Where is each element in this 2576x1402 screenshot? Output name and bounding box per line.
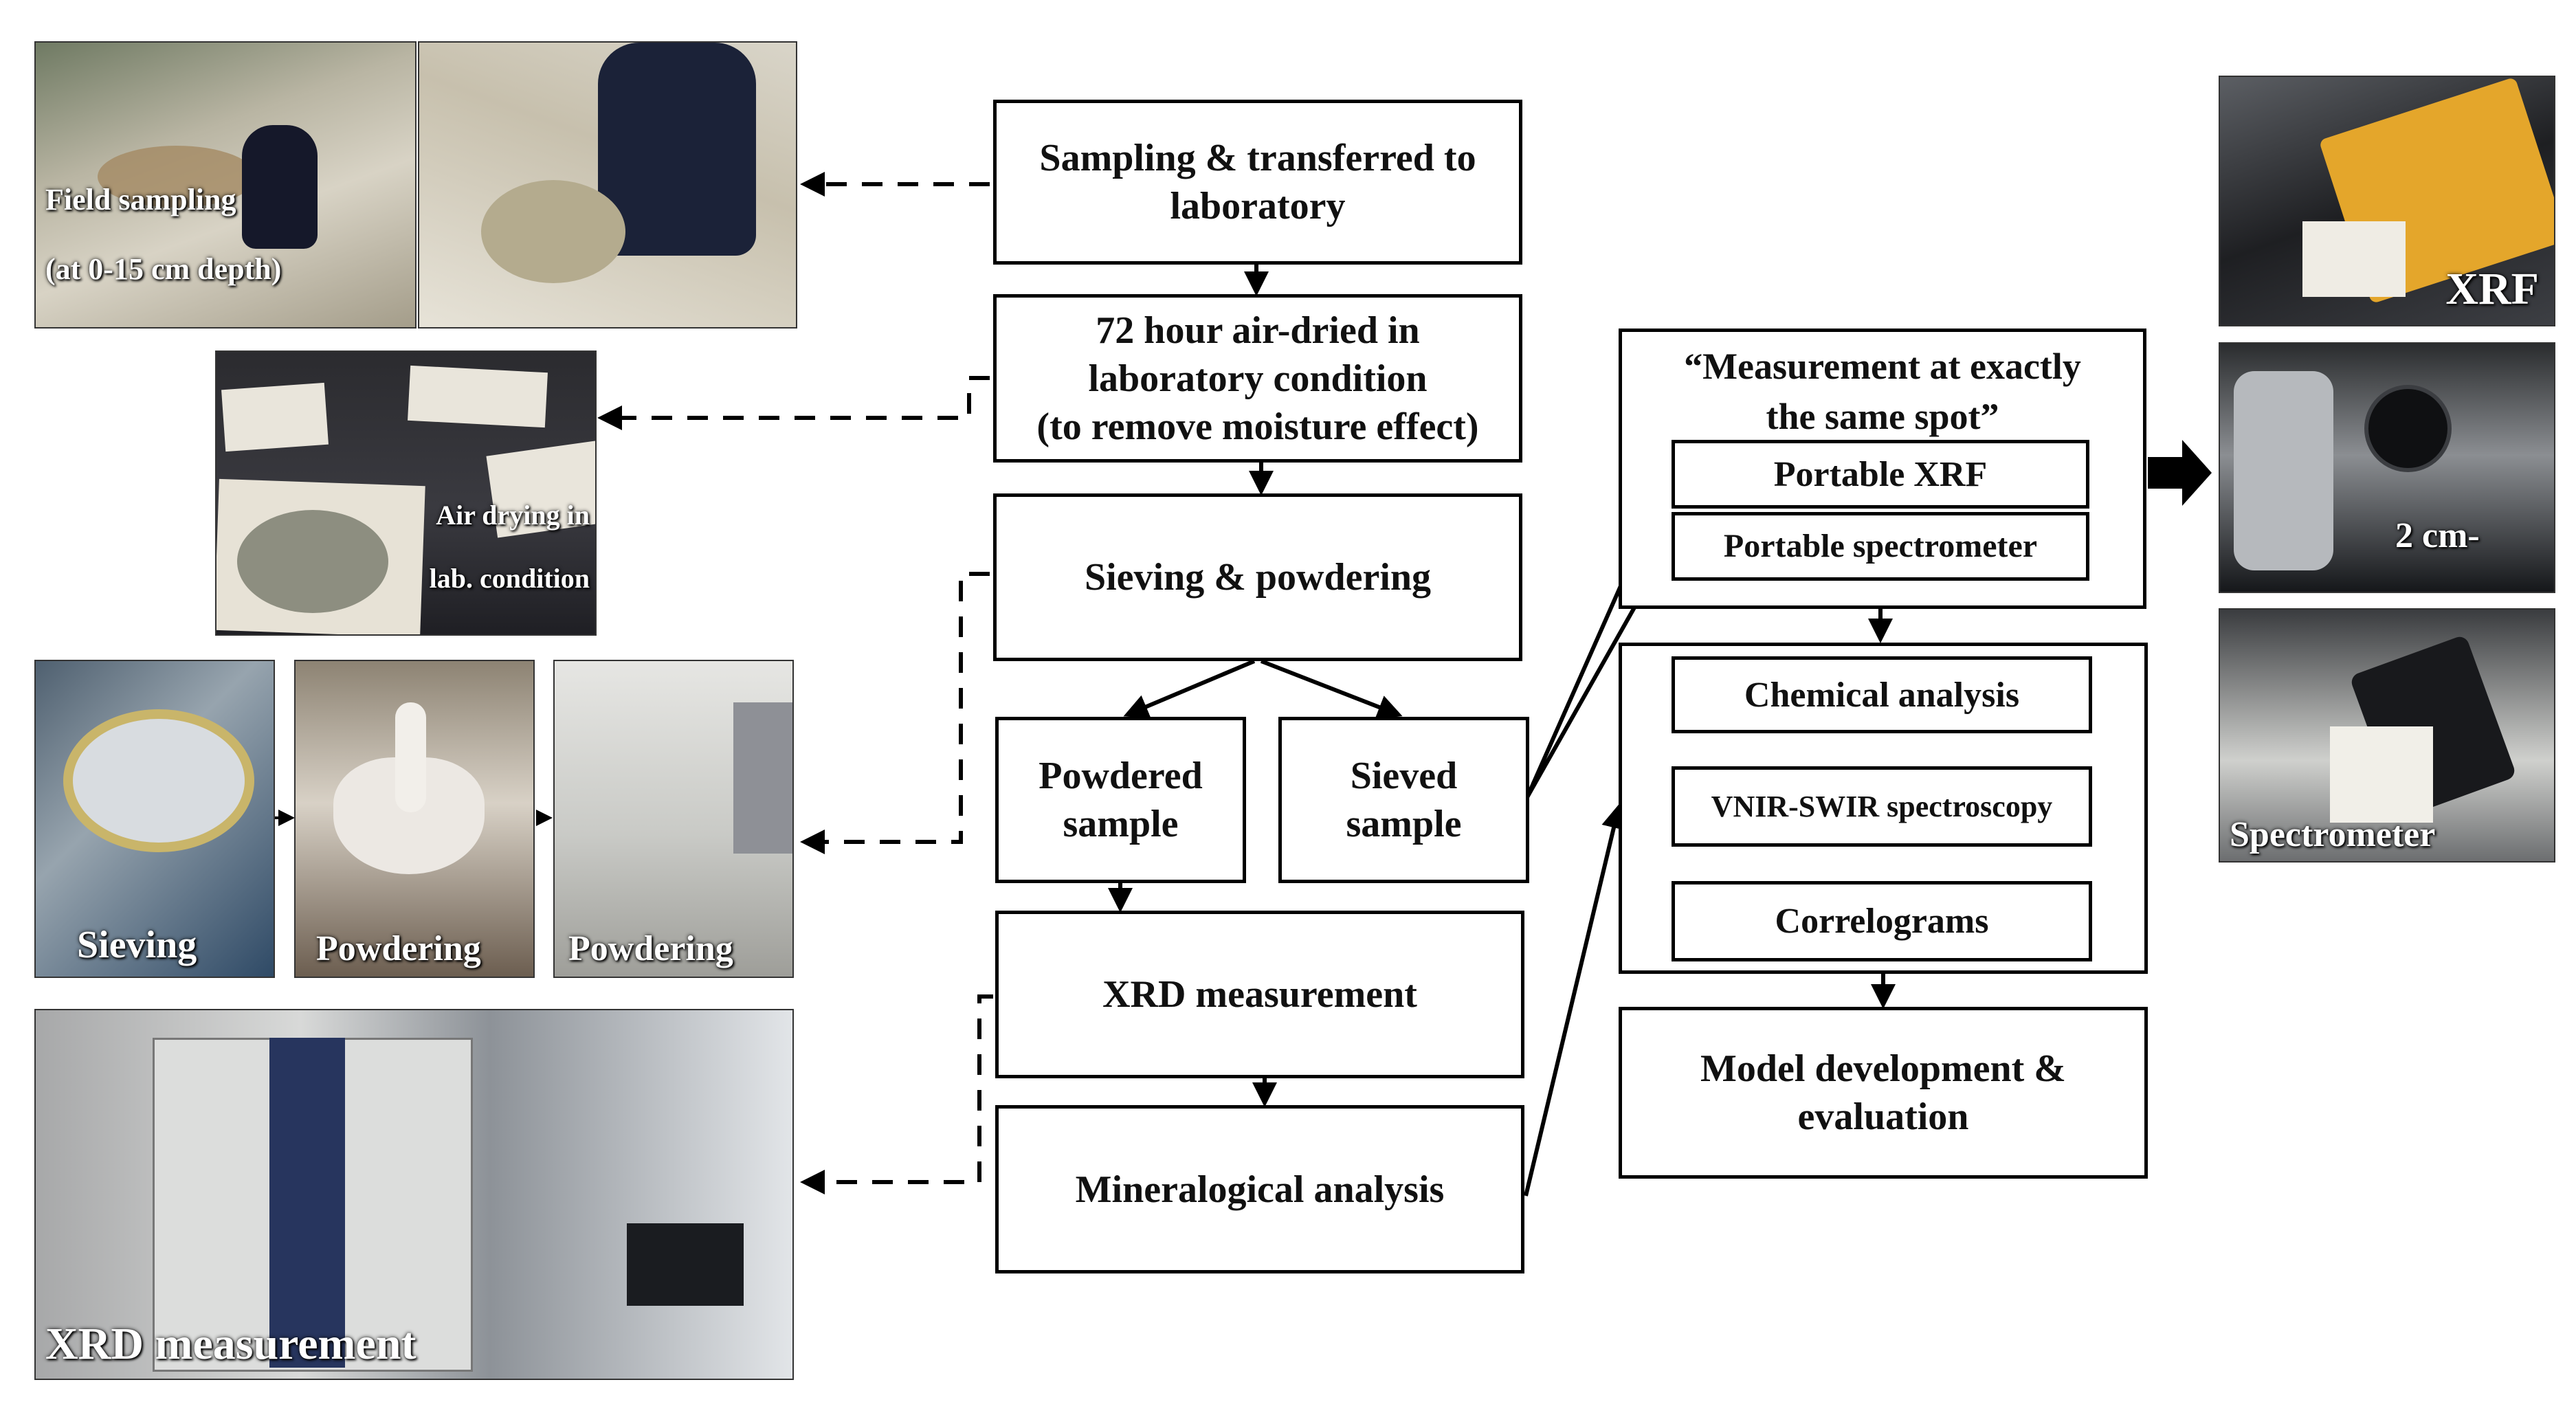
sample-holder [2330, 726, 2433, 823]
dashed-to-xrd-photo [800, 994, 993, 1194]
mineralogical-label: Mineralogical analysis [1075, 1168, 1445, 1211]
mill-panel [733, 702, 792, 854]
paper-2 [408, 365, 548, 428]
pestle-shape [395, 702, 426, 812]
mineralogical-analysis-box: Mineralogical analysis [995, 1105, 1524, 1273]
model-development-box: Model development & evaluation [1619, 1007, 2148, 1179]
spectrometer-lens [2364, 385, 2452, 472]
sampling-line-1: Sampling & transferred to [1039, 137, 1476, 179]
sieving-label: Sieving & powdering [1084, 556, 1432, 599]
photo-air-drying: Air drying in lab. condition [215, 350, 597, 636]
paper-1 [221, 382, 329, 452]
sieved-sample-box: Sieved sample [1278, 717, 1529, 883]
photo-powdering-mortar: Powdering [294, 660, 535, 978]
model-line-2: evaluation [1797, 1095, 1969, 1138]
sieving-caption: Sieving [77, 923, 197, 966]
field-caption-line-1: Field sampling [45, 182, 236, 216]
xrd-blue-stripe [269, 1038, 345, 1368]
powdered-sample-box: Powdered sample [995, 717, 1246, 883]
diameter-caption: 2 cm- diameter [2395, 474, 2532, 592]
airdry-box: 72 hour air-dried in laboratory conditio… [993, 294, 1522, 463]
spectrometer-caption: Spectrometer [2230, 815, 2436, 855]
correlograms-label: Correlograms [1775, 902, 1989, 941]
powdered-line-2: sample [1063, 803, 1179, 845]
dashed-to-sieving-photos [800, 572, 990, 854]
vnir-swir-label: VNIR-SWIR spectroscopy [1711, 790, 2053, 823]
airdry-line-1: 72 hour air-dried in [1096, 309, 1420, 352]
airdry-line-3: (to remove moisture effect) [1036, 405, 1479, 448]
big-arrow-to-instruments [2148, 440, 2212, 506]
portable-spectrometer-label: Portable spectrometer [1723, 528, 2038, 564]
xrf-holder [2302, 221, 2406, 297]
sampling-line-2: laboratory [1170, 185, 1346, 227]
field2-person-shape [598, 43, 756, 256]
xrd-measurement-box: XRD measurement [995, 911, 1524, 1078]
xrd-monitor [627, 1223, 744, 1306]
xrf-window [2234, 371, 2333, 570]
measurement-title-line-2: the same spot” [1766, 395, 1999, 437]
powdering-caption-1: Powdering [316, 929, 481, 969]
dashed-to-airdry-photo [597, 376, 990, 430]
portable-xrf-box: Portable XRF [1672, 440, 2089, 509]
sieved-line-1: Sieved [1350, 755, 1458, 797]
diameter-line-1: 2 cm- [2395, 515, 2480, 555]
sieved-line-2: sample [1346, 803, 1462, 845]
arrow-sieving-to-powdered [1123, 659, 1256, 718]
airdry-caption: Air drying in lab. condition [430, 468, 590, 626]
photo-portable-xrf: XRF [2219, 76, 2555, 326]
xrf-caption: XRF [2445, 264, 2539, 315]
photo-measurement-spot: 2 cm- diameter [2219, 342, 2555, 593]
sieving-box: Sieving & powdering [993, 493, 1522, 661]
sieve-shape [63, 709, 254, 852]
field-caption-line-2: (at 0-15 cm depth) [45, 252, 282, 286]
powdered-line-1: Powdered [1039, 755, 1203, 797]
arrow-mineralogical-to-analysis [1524, 803, 1626, 1197]
xrd-label: XRD measurement [1102, 973, 1417, 1016]
measurement-title: “Measurement at exactly the same spot” [1622, 342, 2143, 442]
vnir-swir-box: VNIR-SWIR spectroscopy [1672, 766, 2092, 847]
field2-soil-pile [481, 180, 625, 283]
airdry-caption-line-2: lab. condition [429, 563, 590, 594]
photo-xrd-instrument: XRD measurement [34, 1009, 794, 1380]
soil-sample-1 [237, 510, 388, 613]
field-caption: Field sampling (at 0-15 cm depth) [45, 148, 281, 322]
model-line-1: Model development & [1700, 1047, 2066, 1090]
field-person-shape [242, 125, 318, 249]
photo-spectrometer: Spectrometer [2219, 608, 2555, 863]
sampling-box: Sampling & transferred to laboratory [993, 100, 1522, 265]
field-pond-shape [98, 146, 256, 208]
portable-spectrometer-box: Portable spectrometer [1672, 512, 2089, 581]
chemical-analysis-box: Chemical analysis [1672, 656, 2092, 733]
powdering-caption-2: Powdering [568, 929, 733, 969]
measurement-title-line-1: “Measurement at exactly [1684, 346, 2081, 387]
airdry-caption-line-1: Air drying in [436, 500, 590, 531]
chemical-analysis-label: Chemical analysis [1744, 675, 2020, 715]
photo-sieving: Sieving [34, 660, 275, 978]
arrow-sieving-to-sieved [1260, 659, 1403, 719]
portable-xrf-label: Portable XRF [1773, 454, 1988, 494]
airdry-line-2: laboratory condition [1088, 357, 1428, 400]
xrd-caption: XRD measurement [45, 1319, 417, 1370]
photo-powdering-mill: Powdering [553, 660, 794, 978]
correlograms-box: Correlograms [1672, 881, 2092, 961]
photo-field-sampling-2 [418, 41, 797, 329]
photo-field-sampling: Field sampling (at 0-15 cm depth) [34, 41, 417, 329]
